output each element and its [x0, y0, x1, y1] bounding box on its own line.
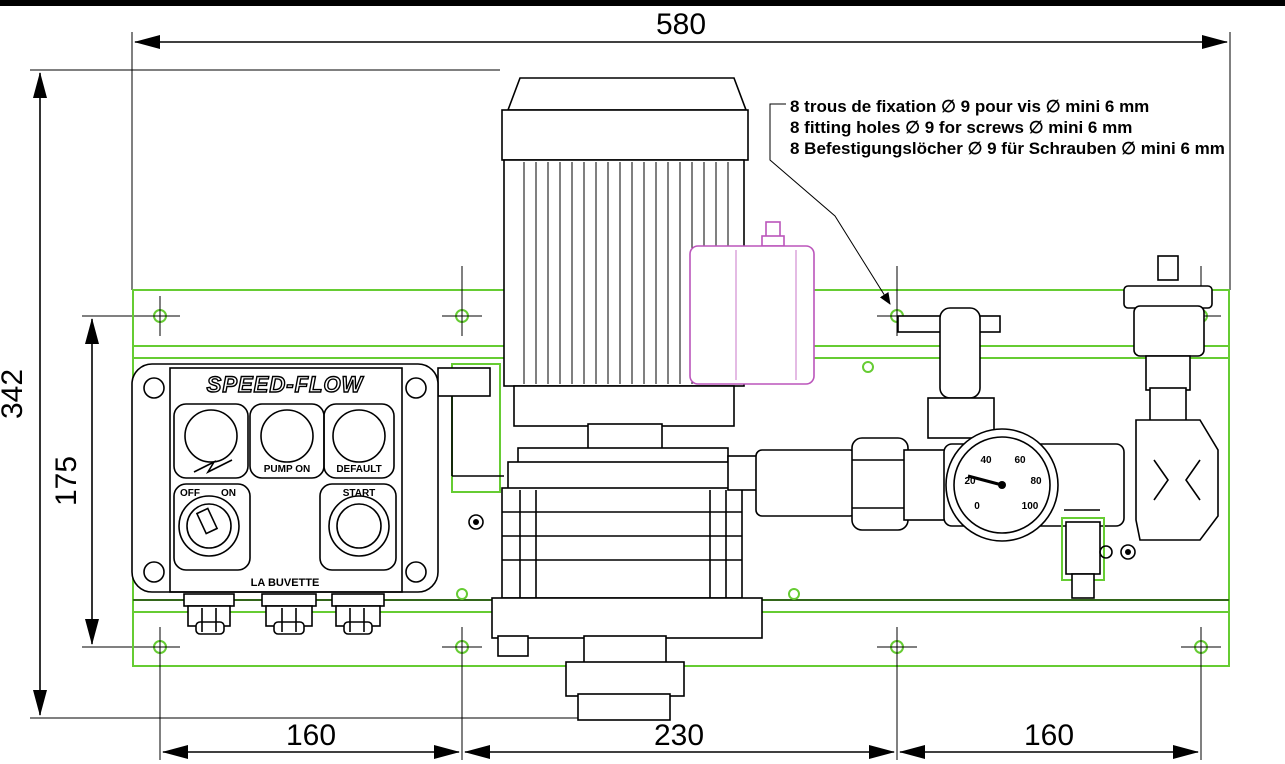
control-panel: SPEED-FLOW PUMP ON DEFAULT OFF ON START … [131, 363, 439, 593]
dim-hole-right: 160 [1024, 719, 1074, 752]
default-light [332, 409, 386, 463]
off-label: OFF [180, 488, 200, 499]
gauge-needle [967, 474, 1003, 487]
panel-screw [405, 377, 427, 399]
gauge-tick-label: 40 [980, 455, 992, 466]
default-label: DEFAULT [336, 464, 381, 475]
pump-on-label: PUMP ON [264, 464, 311, 475]
fixing-hole [1181, 627, 1221, 667]
note-line-en: 8 fitting holes ∅ 9 for screws ∅ mini 6 … [790, 118, 1132, 137]
gauge-tick-label: 100 [1022, 501, 1039, 512]
gauge-tick-labels: 0 20 40 60 80 100 [964, 455, 1042, 512]
fixing-hole [877, 627, 917, 667]
dim-hole-left: 160 [286, 719, 336, 752]
panel-brand: SPEED-FLOW [207, 372, 365, 397]
dim-overall-width: 580 [656, 8, 706, 41]
fixing-note: 8 trous de fixation ∅ 9 pour vis ∅ mini … [769, 97, 1225, 305]
cable-gland [331, 593, 385, 635]
pump-on-light [260, 409, 314, 463]
cable-glands [183, 593, 385, 635]
extension-lines [30, 32, 1231, 760]
dim-hole-middle: 230 [654, 719, 704, 752]
oil-tank [689, 221, 815, 385]
gauge-tick-label: 0 [974, 501, 980, 512]
aux-hole [788, 588, 800, 600]
gauge-tick-label: 20 [964, 476, 976, 487]
anchor-bolt [1099, 545, 1113, 559]
pressure-gauge: 0 20 40 60 80 100 [945, 428, 1059, 542]
ball-valve [897, 307, 1001, 439]
start-button [328, 495, 390, 557]
gauge-tick-label: 60 [1014, 455, 1026, 466]
cable-gland [183, 593, 235, 635]
fixing-hole [140, 296, 180, 336]
maker-label: LA BUVETTE [251, 577, 320, 589]
selector-switch [178, 495, 240, 557]
aux-hole [862, 361, 874, 373]
panel-screw [143, 377, 165, 399]
gauge-tick-label: 80 [1030, 476, 1042, 487]
indicator-light [184, 409, 238, 463]
dim-hole-vertical: 175 [50, 456, 83, 506]
relief-valve [1123, 255, 1219, 541]
aux-hole [456, 588, 468, 600]
top-border-bar [0, 0, 1285, 6]
outlet-piping [755, 437, 1136, 599]
dim-overall-height: 342 [0, 369, 29, 419]
fixing-hole [140, 627, 180, 667]
mount-bracket [437, 363, 504, 530]
note-line-fr: 8 trous de fixation ∅ 9 pour vis ∅ mini … [790, 97, 1149, 116]
note-line-de: 8 Befestigungslöcher ∅ 9 für Schrauben ∅… [790, 139, 1225, 158]
pump-body [491, 423, 763, 721]
fixing-hole [442, 627, 482, 667]
cable-gland [261, 593, 317, 635]
panel-screw [405, 561, 427, 583]
motor [501, 77, 749, 427]
on-label: ON [221, 488, 236, 499]
fixing-holes [140, 266, 1221, 667]
panel-screw [143, 561, 165, 583]
fixing-hole [442, 266, 482, 336]
start-label: START [343, 488, 376, 499]
